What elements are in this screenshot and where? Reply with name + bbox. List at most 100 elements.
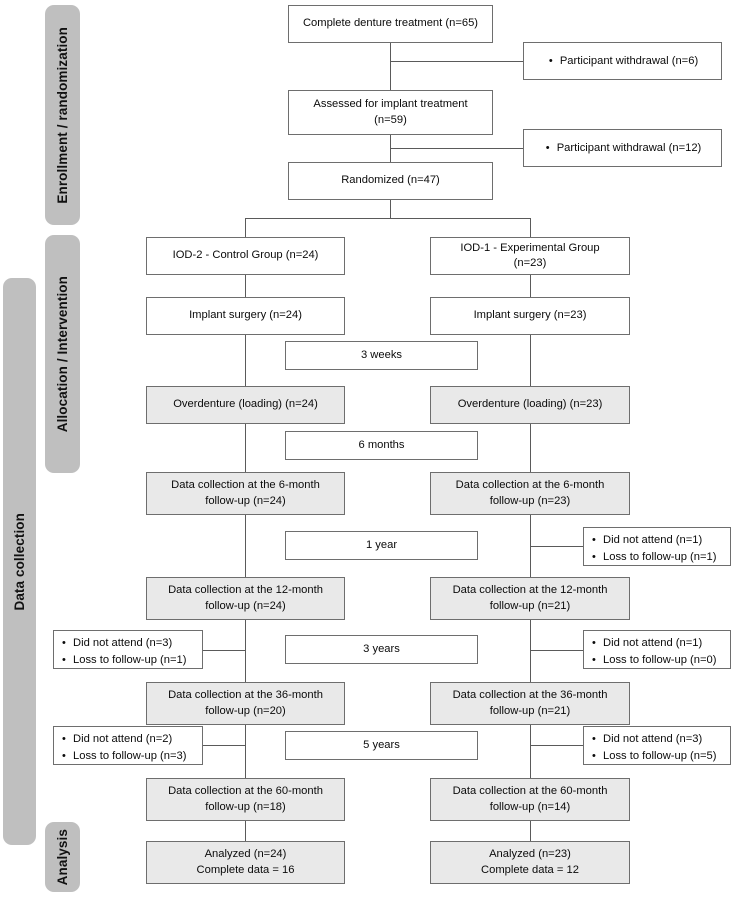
- right-loss-60m-line-2: Loss to follow-up (n=5): [592, 748, 724, 765]
- node-interval-5-years-text: 5 years: [363, 738, 400, 751]
- connector-left-surgery-to-overdenture: [245, 335, 246, 386]
- assessed-line-2: (n=59): [374, 113, 407, 126]
- node-right-overdenture-loading: Overdenture (loading) (n=23): [430, 386, 630, 424]
- node-participant-withdrawal-2-text: Participant withdrawal (n=12): [546, 140, 702, 157]
- left-analyzed-line-2: Complete data = 16: [196, 863, 295, 876]
- phase-rail-enrollment-label: Enrollment / randomization: [55, 26, 70, 204]
- connector-left-fu12-to-fu36: [245, 620, 246, 682]
- node-left-followup-12-month-text: Data collection at the 12-month follow-u…: [168, 583, 323, 614]
- left-loss-60m-line-1: Did not attend (n=2): [62, 731, 196, 748]
- left-fu60-line-2: follow-up (n=18): [205, 800, 286, 813]
- left-fu36-line-2: follow-up (n=20): [205, 704, 286, 717]
- node-left-followup-36-month: Data collection at the 36-month follow-u…: [146, 682, 345, 725]
- node-right-loss-60-month: Did not attend (n=3) Loss to follow-up (…: [583, 726, 731, 765]
- node-left-overdenture-loading-text: Overdenture (loading) (n=24): [173, 398, 318, 411]
- left-fu12-line-1: Data collection at the 12-month: [168, 584, 323, 597]
- node-participant-withdrawal-1-text: Participant withdrawal (n=6): [549, 53, 698, 70]
- phase-rail-analysis: Analysis: [45, 822, 80, 892]
- phase-rail-allocation: Allocation / Intervention: [45, 235, 80, 473]
- left-fu12-line-2: follow-up (n=24): [205, 599, 286, 612]
- left-fu60-line-1: Data collection at the 60-month: [168, 785, 323, 798]
- right-group-line-1: IOD-1 - Experimental Group: [460, 241, 600, 254]
- node-interval-6-months: 6 months: [285, 431, 478, 460]
- node-left-followup-6-month-text: Data collection at the 6-month follow-up…: [171, 478, 320, 509]
- connector-right-12m-loss-branch: [530, 546, 583, 547]
- right-fu12-line-1: Data collection at the 12-month: [452, 584, 608, 597]
- node-right-loss-12-month: Did not attend (n=1) Loss to follow-up (…: [583, 527, 731, 566]
- right-loss-12m-line-2: Loss to follow-up (n=1): [592, 549, 724, 566]
- connector-left-group-to-surgery: [245, 275, 246, 297]
- left-loss-36m-line-1: Did not attend (n=3): [62, 635, 196, 652]
- right-fu12-line-2: follow-up (n=21): [489, 599, 571, 612]
- node-right-followup-12-month: Data collection at the 12-month follow-u…: [430, 577, 630, 620]
- right-fu6-line-1: Data collection at the 6-month: [455, 479, 605, 492]
- node-randomized-text: Randomized (n=47): [341, 174, 440, 187]
- node-left-group-text: IOD-2 - Control Group (n=24): [172, 249, 319, 262]
- node-complete-denture-treatment-text: Complete denture treatment (n=65): [302, 17, 479, 30]
- node-interval-3-weeks-text: 3 weeks: [360, 348, 403, 361]
- right-group-line-2: (n=23): [513, 257, 547, 269]
- node-left-analyzed-text: Analyzed (n=24) Complete data = 16: [197, 847, 295, 878]
- right-fu60-line-1: Data collection at the 60-month: [452, 785, 608, 798]
- node-assessed-for-implant-treatment-text: Assessed for implant treatment (n=59): [313, 97, 467, 128]
- node-right-analyzed-text: Analyzed (n=23) Complete data = 12: [481, 847, 579, 878]
- node-interval-3-years: 3 years: [285, 635, 478, 664]
- right-fu36-line-1: Data collection at the 36-month: [452, 689, 608, 702]
- right-fu6-line-2: follow-up (n=23): [489, 494, 571, 507]
- right-fu36-line-2: follow-up (n=21): [489, 704, 571, 717]
- right-analyzed-line-1: Analyzed (n=23): [489, 848, 571, 861]
- left-loss-60m-line-2: Loss to follow-up (n=3): [62, 748, 196, 765]
- connector-left-36m-loss-branch: [203, 650, 246, 651]
- node-right-followup-6-month: Data collection at the 6-month follow-up…: [430, 472, 630, 515]
- right-loss-60m-line-1: Did not attend (n=3): [592, 731, 724, 748]
- left-fu6-line-1: Data collection at the 6-month: [171, 479, 320, 492]
- node-participant-withdrawal-1: Participant withdrawal (n=6): [523, 42, 722, 80]
- left-fu36-line-1: Data collection at the 36-month: [168, 689, 323, 702]
- node-left-followup-6-month: Data collection at the 6-month follow-up…: [146, 472, 345, 515]
- connector-right-60m-loss-branch: [530, 745, 583, 746]
- connector-withdrawal2-branch: [390, 148, 523, 149]
- node-interval-1-year-text: 1 year: [365, 538, 398, 551]
- node-interval-1-year: 1 year: [285, 531, 478, 560]
- node-left-loss-60-month: Did not attend (n=2) Loss to follow-up (…: [53, 726, 203, 765]
- connector-right-group-to-surgery: [530, 275, 531, 297]
- node-left-followup-60-month: Data collection at the 60-month follow-u…: [146, 778, 345, 821]
- right-loss-36m-line-1: Did not attend (n=1): [592, 635, 724, 652]
- node-right-followup-60-month-text: Data collection at the 60-month follow-u…: [453, 784, 608, 815]
- right-fu60-line-2: follow-up (n=14): [489, 800, 571, 813]
- node-left-followup-60-month-text: Data collection at the 60-month follow-u…: [168, 784, 323, 815]
- node-right-followup-36-month: Data collection at the 36-month follow-u…: [430, 682, 630, 725]
- connector-right-surgery-to-overdenture: [530, 335, 531, 386]
- phase-rail-data-collection: Data collection: [3, 278, 36, 845]
- connector-randomized-stem: [390, 200, 391, 218]
- phase-rail-allocation-label: Allocation / Intervention: [55, 275, 70, 433]
- connector-withdrawal1-branch: [390, 61, 523, 62]
- connector-left-fu6-to-fu12: [245, 515, 246, 577]
- node-right-followup-12-month-text: Data collection at the 12-month follow-u…: [453, 583, 608, 614]
- node-right-followup-6-month-text: Data collection at the 6-month follow-up…: [456, 478, 605, 509]
- connector-arm-split-horizontal: [245, 218, 531, 219]
- node-right-overdenture-loading-text: Overdenture (loading) (n=23): [457, 398, 603, 411]
- node-right-implant-surgery-text: Implant surgery (n=23): [473, 309, 587, 322]
- left-loss-36m-line-2: Loss to follow-up (n=1): [62, 652, 196, 669]
- connector-right-fu60-to-analyzed: [530, 821, 531, 841]
- connector-left-fu60-to-analyzed: [245, 821, 246, 841]
- node-left-group: IOD-2 - Control Group (n=24): [146, 237, 345, 275]
- connector-split-to-right-arm: [530, 218, 531, 237]
- node-randomized: Randomized (n=47): [288, 162, 493, 200]
- node-right-followup-60-month: Data collection at the 60-month follow-u…: [430, 778, 630, 821]
- left-analyzed-line-1: Analyzed (n=24): [204, 848, 287, 861]
- node-right-followup-36-month-text: Data collection at the 36-month follow-u…: [453, 688, 608, 719]
- node-right-group: IOD-1 - Experimental Group (n=23): [430, 237, 630, 275]
- node-interval-6-months-text: 6 months: [358, 438, 405, 451]
- right-loss-36m-line-2: Loss to follow-up (n=0): [592, 652, 724, 669]
- left-fu6-line-2: follow-up (n=24): [205, 494, 286, 507]
- connector-right-fu36-to-fu60: [530, 725, 531, 778]
- right-loss-12m-line-1: Did not attend (n=1): [592, 532, 724, 549]
- node-interval-3-weeks: 3 weeks: [285, 341, 478, 370]
- node-assessed-for-implant-treatment: Assessed for implant treatment (n=59): [288, 90, 493, 135]
- connector-right-36m-loss-branch: [530, 650, 583, 651]
- node-left-overdenture-loading: Overdenture (loading) (n=24): [146, 386, 345, 424]
- phase-rail-data-collection-label: Data collection: [12, 512, 27, 611]
